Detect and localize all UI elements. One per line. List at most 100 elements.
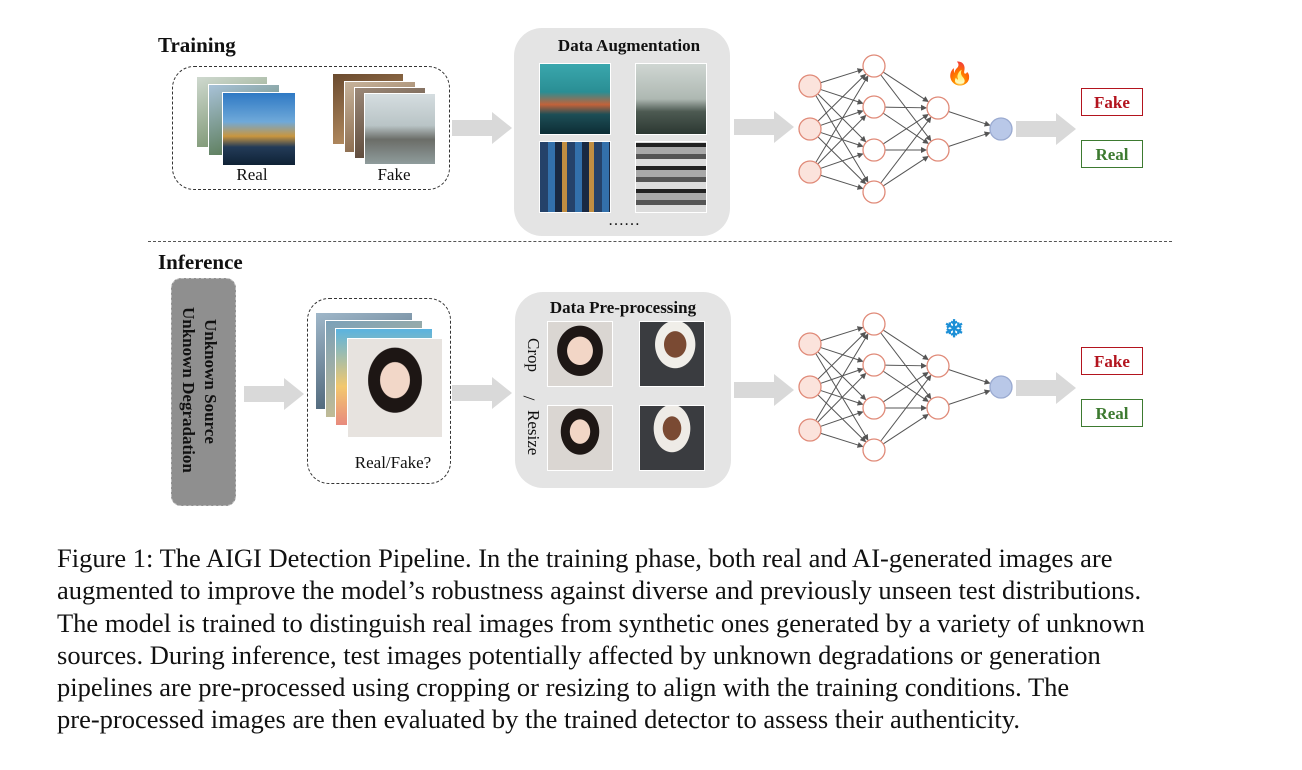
network-edge: [820, 410, 864, 427]
network-edge: [884, 104, 928, 111]
caption-line: pre-processed images are then evaluated …: [57, 704, 1020, 735]
network-edge: [882, 71, 929, 102]
slash-label: /: [519, 395, 539, 401]
inference-real-output: Real: [1081, 399, 1143, 427]
inference-input-panel: Real/Fake?: [307, 298, 451, 484]
network-edge: [815, 75, 869, 163]
network-edge: [882, 370, 929, 402]
network-edge: [820, 367, 864, 384]
network-edge: [815, 333, 869, 421]
augmented-city-patch-shuffle: [540, 142, 610, 212]
network-edge: [948, 131, 991, 147]
augmentation-ellipsis: ……: [608, 212, 640, 229]
resized-man-image: [640, 406, 704, 470]
network-edge: [815, 95, 869, 183]
network-node: [798, 375, 822, 399]
caption-line: pipelines are pre-processed using croppi…: [57, 672, 1070, 703]
network-node: [862, 180, 886, 204]
data-preprocessing-title: Data Pre-processing: [549, 298, 697, 317]
training-neural-network: [798, 54, 1013, 204]
training-title: Training: [158, 33, 236, 57]
network-edge: [817, 114, 867, 165]
training-input-panel: Real Fake: [172, 66, 450, 190]
arrow-to-network-training: [734, 111, 794, 143]
network-output-node: [989, 375, 1013, 399]
network-edge: [817, 394, 867, 443]
inference-title: Inference: [158, 250, 243, 274]
arrow-to-output-inference: [1016, 372, 1076, 404]
network-edge: [820, 109, 864, 126]
fire-icon: 🔥: [946, 61, 974, 86]
network-node: [862, 396, 886, 420]
network-node: [798, 117, 822, 141]
crop-label: Crop: [524, 338, 543, 372]
caption-line: Figure 1: The AIGI Detection Pipeline. I…: [57, 543, 1113, 573]
section-divider: [148, 241, 1172, 242]
training-real-output: Real: [1081, 140, 1143, 168]
cropped-woman-image: [548, 322, 612, 386]
arrow-to-preprocessing: [452, 377, 512, 409]
network-node: [862, 54, 886, 78]
network-edge: [820, 88, 864, 105]
network-edge: [948, 111, 991, 127]
query-portrait-image: [348, 339, 442, 437]
cropped-man-image: [640, 322, 704, 386]
network-edge: [815, 353, 869, 441]
network-edge: [820, 68, 864, 84]
network-edge: [817, 372, 867, 423]
network-edge: [948, 389, 991, 405]
unknown-degradation-text: Unknown Degradation: [179, 307, 198, 473]
network-edge: [820, 174, 864, 190]
unknown-source-box: Unknown Source Unknown Degradation: [171, 278, 236, 506]
network-edge: [882, 114, 929, 145]
network-edge: [817, 73, 867, 122]
network-node: [926, 138, 950, 162]
network-edge: [820, 152, 864, 169]
network-node: [862, 138, 886, 162]
network-node: [798, 160, 822, 184]
network-edge: [882, 156, 929, 187]
network-node: [798, 418, 822, 442]
snowflake-icon: ❄: [944, 317, 965, 343]
caption-line: sources. During inference, test images p…: [57, 639, 1101, 670]
training-fake-output: Fake: [1081, 88, 1143, 116]
network-node: [926, 354, 950, 378]
network-node: [798, 332, 822, 356]
network-edge: [882, 329, 929, 360]
network-edge: [820, 432, 864, 448]
real-label: Real: [236, 165, 268, 184]
fake-image-front: [365, 94, 435, 164]
network-output-node: [989, 117, 1013, 141]
augmented-bridge-patch-shuffle: [636, 142, 706, 212]
network-node: [862, 353, 886, 377]
arrow-to-query-images: [244, 378, 304, 410]
unknown-source-text: Unknown Source: [201, 319, 220, 444]
network-edge: [880, 116, 932, 184]
network-node: [862, 95, 886, 119]
data-preprocessing-panel: Data Pre-processing Crop / Resize: [515, 292, 731, 488]
network-node: [926, 396, 950, 420]
network-edge: [820, 326, 864, 342]
network-edge: [817, 331, 867, 380]
fake-label: Fake: [377, 165, 411, 184]
resize-label: Resize: [524, 410, 543, 456]
network-edge: [817, 136, 867, 185]
network-edge: [882, 112, 929, 144]
network-node: [862, 438, 886, 462]
figure-caption: Figure 1: The AIGI Detection Pipeline. I…: [57, 542, 1145, 736]
inference-neural-network: [798, 312, 1013, 462]
network-edge: [882, 372, 929, 403]
arrow-to-augmentation: [452, 112, 512, 144]
network-edge: [884, 362, 928, 369]
augmented-bridge-image: [636, 64, 706, 134]
real-image-front: [223, 93, 295, 165]
data-augmentation-title: Data Augmentation: [557, 36, 701, 55]
data-augmentation-panel: Data Augmentation ……: [514, 28, 730, 236]
network-edge: [820, 346, 864, 363]
network-edge: [948, 369, 991, 385]
network-node: [926, 96, 950, 120]
network-edge: [880, 374, 932, 442]
network-node: [862, 312, 886, 336]
arrow-to-output-training: [1016, 113, 1076, 145]
network-edge: [882, 414, 929, 445]
